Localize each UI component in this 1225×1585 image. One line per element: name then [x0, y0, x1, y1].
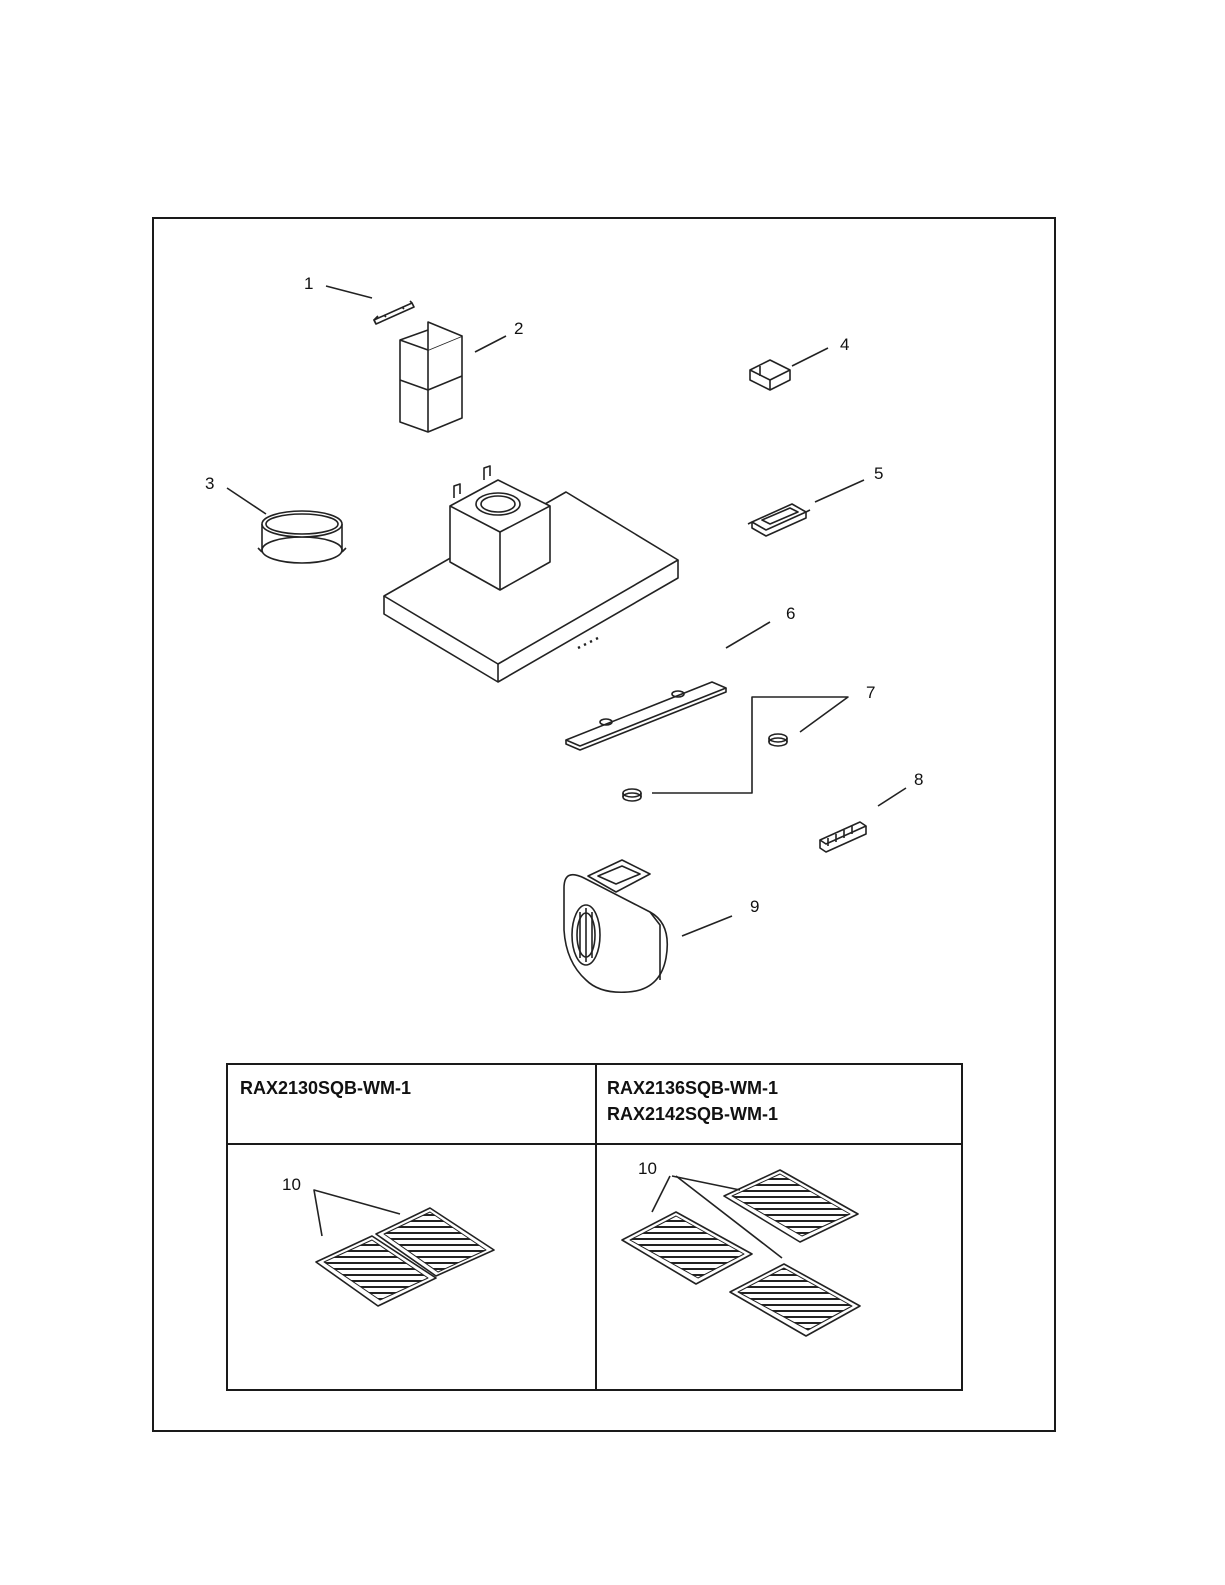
part-5-light-cover [748, 504, 810, 536]
leader-line-3 [227, 488, 266, 514]
leader-line-5 [815, 480, 864, 502]
leader-line-9 [682, 916, 732, 936]
callout-10-right: 10 [638, 1159, 657, 1178]
leader-line-8 [878, 788, 906, 806]
callout-10-left: 10 [282, 1175, 301, 1194]
part-6-filter-plate [566, 682, 726, 750]
part-7-grommet-a [769, 734, 787, 746]
part-7-grommet-b [623, 789, 641, 801]
part-2-chimney-cover [400, 322, 462, 432]
callout-5: 5 [874, 464, 883, 483]
callout-numbers: 1 2 3 4 5 6 7 8 9 10 10 [205, 274, 923, 1194]
callout-7: 7 [866, 683, 875, 702]
leader-line-7 [652, 697, 848, 793]
part-3-duct-collar [258, 511, 346, 563]
callout-4: 4 [840, 335, 849, 354]
leader-line-4 [792, 348, 828, 366]
part-9-blower [564, 860, 667, 992]
callout-8: 8 [914, 770, 923, 789]
callout-1: 1 [304, 274, 313, 293]
callout-3: 3 [205, 474, 214, 493]
leader-line-1 [326, 286, 372, 298]
part-4-junction-box [750, 360, 790, 390]
leader-line-2 [475, 336, 506, 352]
callout-6: 6 [786, 604, 795, 623]
part-10-filter-right-a [622, 1212, 752, 1284]
part-10-filter-right-c [730, 1264, 860, 1336]
leader-line-6 [726, 622, 770, 648]
callout-2: 2 [514, 319, 523, 338]
callout-9: 9 [750, 897, 759, 916]
part-8-terminal-block [820, 822, 866, 852]
part-1-bracket [374, 301, 414, 324]
range-hood-body [384, 466, 678, 682]
part-10-filter-right-b [724, 1170, 858, 1242]
